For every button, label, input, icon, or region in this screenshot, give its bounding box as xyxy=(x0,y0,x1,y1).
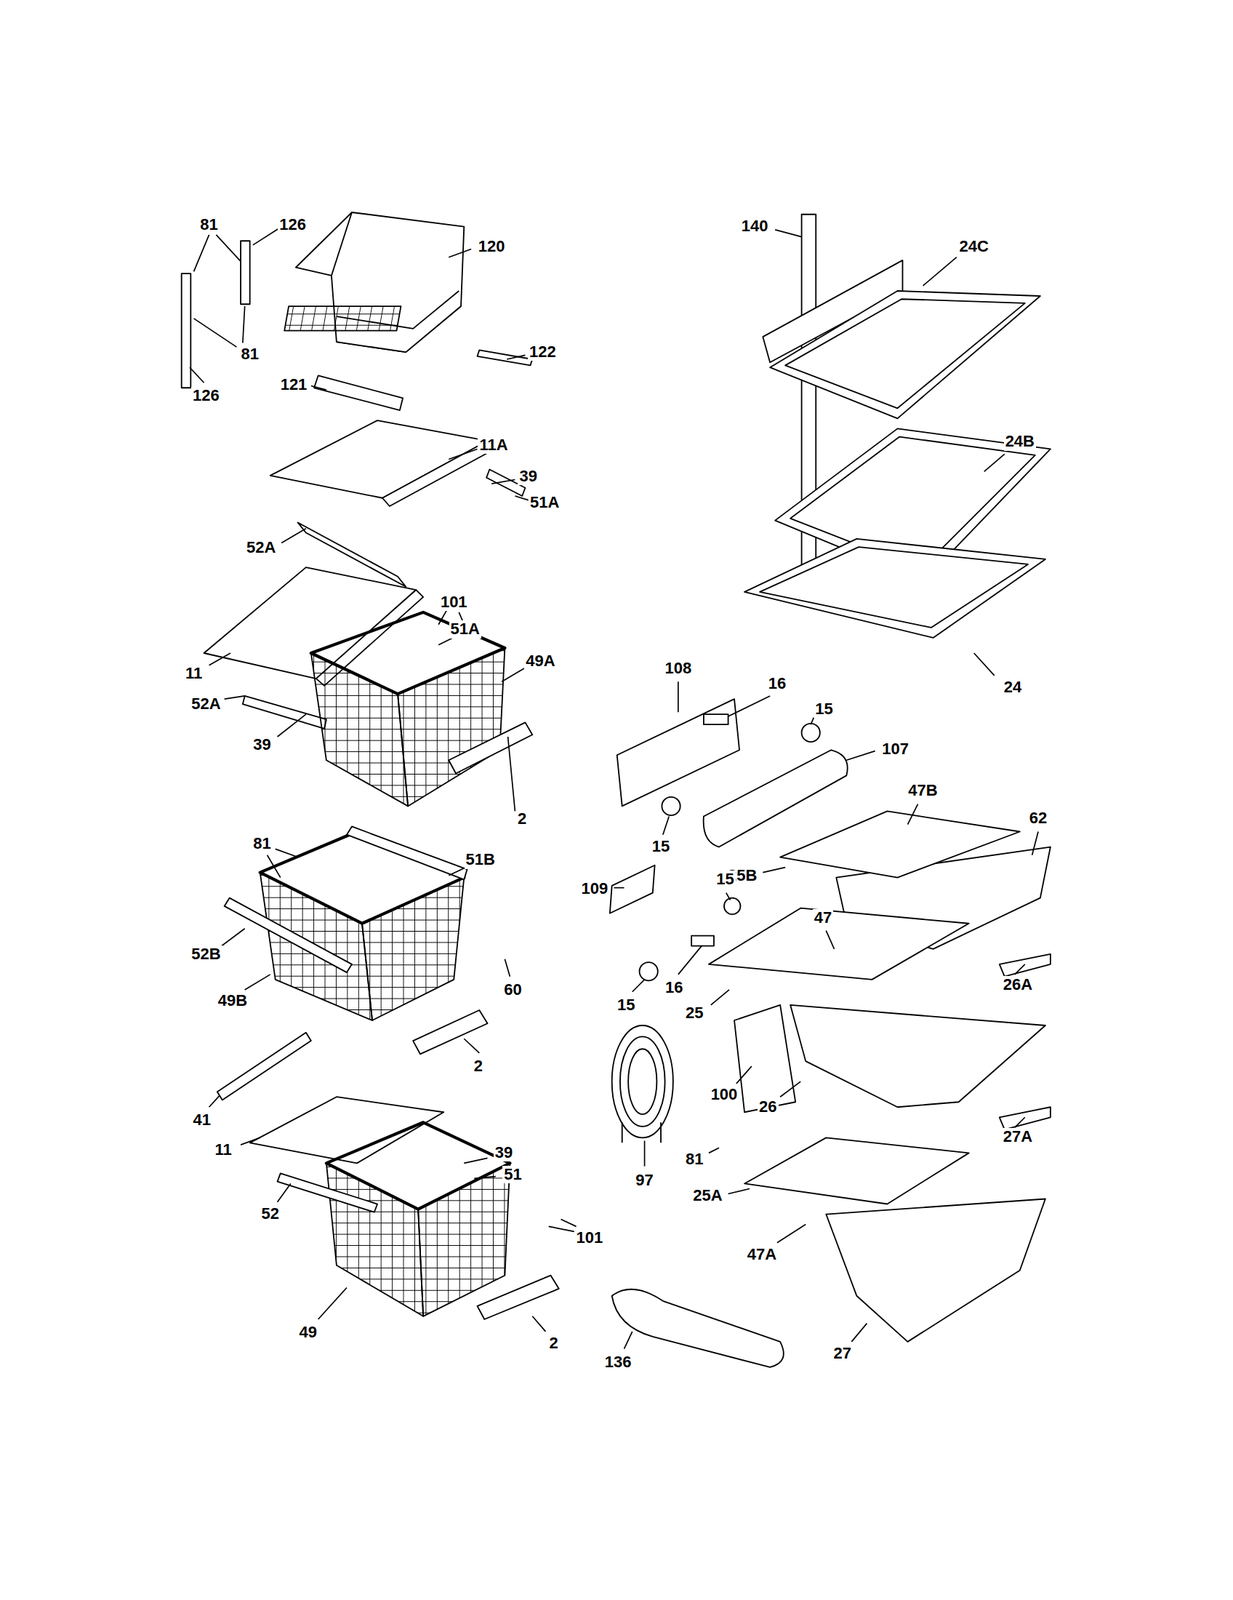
callout-number: 47A xyxy=(745,1245,778,1263)
callout-number: 16 xyxy=(663,978,685,996)
callout-number: 101 xyxy=(574,1228,605,1247)
callout-number: 109 xyxy=(579,879,610,898)
callout-number: 39 xyxy=(517,467,538,485)
callout-number: 11A xyxy=(477,436,509,454)
callout-number: 24 xyxy=(1002,678,1023,696)
callout-number: 27A xyxy=(1001,1127,1034,1146)
callout-number: 51B xyxy=(464,850,497,869)
callout-number: 15 xyxy=(615,995,637,1014)
callout-number: 122 xyxy=(527,343,558,361)
callout-number: 24C xyxy=(958,237,991,256)
callout-number: 81 xyxy=(251,834,272,853)
callout-number: 39 xyxy=(251,735,272,754)
callout-number: 26 xyxy=(757,1097,778,1116)
callout-number: 121 xyxy=(279,375,309,394)
callout-number: 2 xyxy=(516,809,528,828)
callout-number: 81 xyxy=(239,345,260,363)
callout-number: 126 xyxy=(277,215,308,234)
callout-number: 62 xyxy=(1027,809,1049,827)
callout-number: 126 xyxy=(191,386,222,405)
callout-number: 51A xyxy=(528,493,561,512)
callout-number: 49A xyxy=(524,652,557,670)
callout-number: 100 xyxy=(709,1085,740,1103)
callout-number: 2 xyxy=(548,1334,560,1352)
callout-number: 97 xyxy=(633,1171,655,1189)
callout-number: 108 xyxy=(663,659,694,677)
callout-number: 51 xyxy=(502,1165,523,1183)
callout-number: 39 xyxy=(493,1143,514,1162)
callout-number: 51A xyxy=(449,620,482,638)
callout-number: 15 xyxy=(813,700,834,718)
callout-number: 25A xyxy=(691,1186,724,1204)
callout-number: 24B xyxy=(1003,432,1036,451)
callout-number: 101 xyxy=(439,593,469,611)
callout-number: 136 xyxy=(603,1352,634,1371)
callout-number: 11 xyxy=(183,664,204,682)
callout-number: 41 xyxy=(191,1110,213,1129)
callout-number: 27 xyxy=(831,1344,853,1362)
callout-number: 81 xyxy=(684,1150,705,1168)
callout-number: 16 xyxy=(766,674,788,693)
callout-number: 52 xyxy=(260,1204,281,1223)
callout-number: 52B xyxy=(189,945,222,963)
callout-number: 49B xyxy=(216,991,249,1010)
callout-number: 140 xyxy=(740,217,770,235)
callout-number: 47B xyxy=(906,781,939,799)
callout-number: 15 xyxy=(714,870,736,888)
callout-number: 49 xyxy=(297,1323,318,1341)
callout-number: 52A xyxy=(189,695,222,713)
callout-number: 47 xyxy=(812,908,834,927)
callout-number: 107 xyxy=(880,740,911,758)
callout-number: 81 xyxy=(198,215,219,234)
callout-number: 11 xyxy=(213,1140,234,1159)
callout-number: 26A xyxy=(1001,975,1034,994)
callout-number: 2 xyxy=(472,1057,485,1075)
callout-number: 15 xyxy=(650,837,672,855)
callout-number: 120 xyxy=(476,237,507,256)
callout-number: 60 xyxy=(502,980,523,999)
callout-number: 25 xyxy=(684,1003,705,1022)
callout-number: 52A xyxy=(245,538,277,557)
